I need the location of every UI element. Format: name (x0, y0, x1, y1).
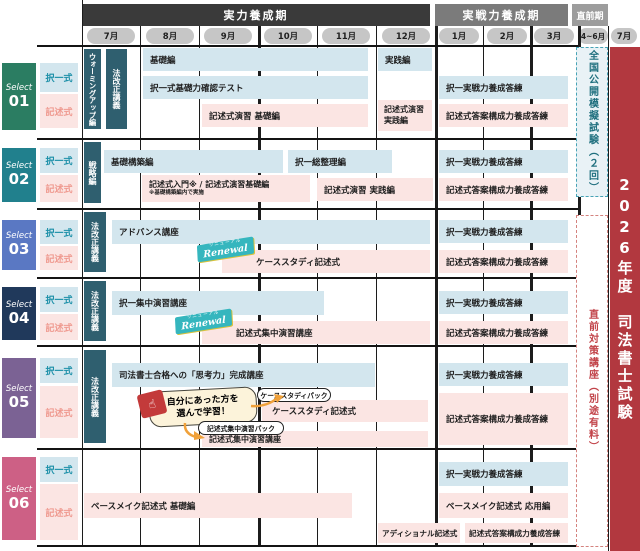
grid-line-h (37, 345, 578, 347)
track-choice-label: 択一式 (40, 457, 78, 482)
course-bar: 記述式答案構成力養成答練 (439, 104, 568, 127)
grid-line-v (140, 26, 142, 545)
grid-line-v (199, 26, 201, 545)
course-bar: 記述式集中演習講座 (202, 431, 428, 447)
track-written-label: 記述式 (40, 484, 78, 540)
mock-exam-box: 全国公開模擬試験（２回） (576, 47, 608, 197)
grid-line-v (82, 0, 84, 545)
grid-line-h (37, 208, 578, 210)
track-choice-label: 択一式 (40, 148, 78, 173)
course-bar-warmup: ウォーミングアップ編 (84, 49, 101, 129)
phase-jitsuryoku: 実力養成期 (82, 4, 430, 26)
phase-jissenryoku: 実戦力養成期 (435, 4, 568, 26)
course-bar: 記述式答案構成力養成答練 (465, 523, 568, 543)
select-05-block: Select 05 (2, 358, 36, 438)
focus-pack-label: 記述式集中演習パック (198, 421, 284, 435)
track-written-label: 記述式 (40, 94, 78, 128)
course-bar: アディショナル記述式 (378, 523, 460, 543)
month-pill: 10月 (264, 28, 312, 44)
course-bar: 択一実戦力養成答練 (439, 291, 568, 314)
course-bar: 記述式答案構成力養成答練 (439, 393, 568, 445)
course-bar: 実践編 (378, 48, 432, 71)
grid-line-v (483, 26, 485, 545)
course-bar-label: 記述式入門※ / 記述式演習基礎編 (149, 180, 270, 190)
track-written-label: 記述式 (40, 386, 78, 438)
month-pill: 3月 (534, 28, 574, 44)
arrow-icon (183, 422, 205, 440)
course-bar-hokaisei: 法改正講義 (84, 212, 106, 272)
grid-line-h (37, 277, 578, 279)
course-bar: 択一実戦力養成答練 (439, 76, 568, 99)
track-choice-label: 択一式 (40, 63, 78, 92)
course-bar: 択一実戦力養成答練 (439, 150, 568, 173)
course-bar: 司法書士合格への「思考力」完成講座 (112, 363, 375, 387)
course-bar-hokaisei: 法改正講義 (84, 281, 106, 341)
course-bar: 記述式入門※ / 記述式演習基礎編 ※基礎構築編内で実施 (142, 175, 310, 202)
course-bar: 択一総整理編 (288, 150, 392, 173)
select-03-block: Select 03 (2, 220, 36, 270)
month-pill: 11月 (322, 28, 370, 44)
arrow-icon (250, 394, 284, 408)
month-pill: 2月 (487, 28, 527, 44)
course-bar: 基礎編 (143, 48, 368, 71)
select-04-block: Select 04 (2, 287, 36, 340)
course-bar: ベースメイク記述式 基礎編 (84, 493, 352, 518)
grid-line-h (37, 45, 578, 47)
pointing-hand-icon: ☝ (146, 396, 158, 412)
month-pill: 9月 (204, 28, 252, 44)
course-bar: 択一実戦力養成答練 (439, 220, 568, 243)
course-bar: 記述式答案構成力養成答練 (439, 178, 568, 201)
month-pill: 8月 (146, 28, 194, 44)
grid-line-v (530, 26, 533, 545)
course-bar: ケーススタディ記述式 (222, 250, 430, 273)
course-bar: 記述式演習 基礎編 (202, 104, 368, 127)
course-bar: 記述式答案構成力養成答練 (439, 250, 568, 273)
month-pill: 4~6月 (578, 28, 608, 44)
grid-line-v (608, 26, 610, 551)
course-bar: アドバンス講座 (112, 220, 430, 244)
grid-line-h (37, 138, 578, 140)
course-bar: 択一実戦力養成答練 (439, 363, 568, 386)
select-01-block: Select 01 (2, 63, 36, 130)
select-06-block: Select 06 (2, 457, 36, 540)
course-bar: 記述式演習 実践編 (317, 178, 433, 201)
exam-banner: 2026年度 司法書士試験 (610, 47, 640, 551)
course-bar-senryaku: 戦略編 (84, 142, 101, 203)
track-choice-label: 択一式 (40, 287, 78, 312)
phase-chokuzen: 直前期 (572, 4, 608, 26)
grid-line-h (37, 545, 578, 547)
month-pill: 7月 (611, 28, 637, 44)
track-written-label: 記述式 (40, 175, 78, 202)
course-bar-hokaisei: 法改正講義 (84, 350, 106, 443)
month-pill: 1月 (439, 28, 479, 44)
select-02-block: Select 02 (2, 148, 36, 202)
course-bar-hokaisei: 法改正講義 (106, 49, 127, 129)
course-bar: 記述式答案構成力養成答練 (439, 321, 568, 344)
grid-line-v (317, 26, 319, 545)
course-bar-note: ※基礎構築編内で実施 (149, 190, 204, 197)
track-choice-label: 択一式 (40, 358, 78, 383)
course-bar: ベースメイク記述式 応用編 (439, 493, 568, 518)
course-bar: ケーススタディ記述式 (262, 400, 428, 422)
course-bar: 基礎構築編 (104, 150, 283, 173)
course-bar: 択一式基礎力確認テスト (143, 76, 368, 99)
course-bar: 記述式集中演習講座 (202, 321, 430, 344)
grid-line-v (376, 26, 378, 545)
month-pill: 7月 (87, 28, 135, 44)
month-pill: 12月 (382, 28, 430, 44)
grid-line-h (37, 448, 578, 450)
course-bar: 択一実戦力養成答練 (439, 462, 568, 486)
track-written-label: 記述式 (40, 246, 78, 270)
course-bar: 記述式演習 実践編 (378, 100, 432, 131)
grid-line-v (258, 26, 261, 545)
track-written-label: 記述式 (40, 314, 78, 340)
track-choice-label: 択一式 (40, 220, 78, 244)
grid-line-v (435, 26, 438, 545)
pre-exam-course-box: 直前対策講座（別途有料） (576, 215, 608, 547)
